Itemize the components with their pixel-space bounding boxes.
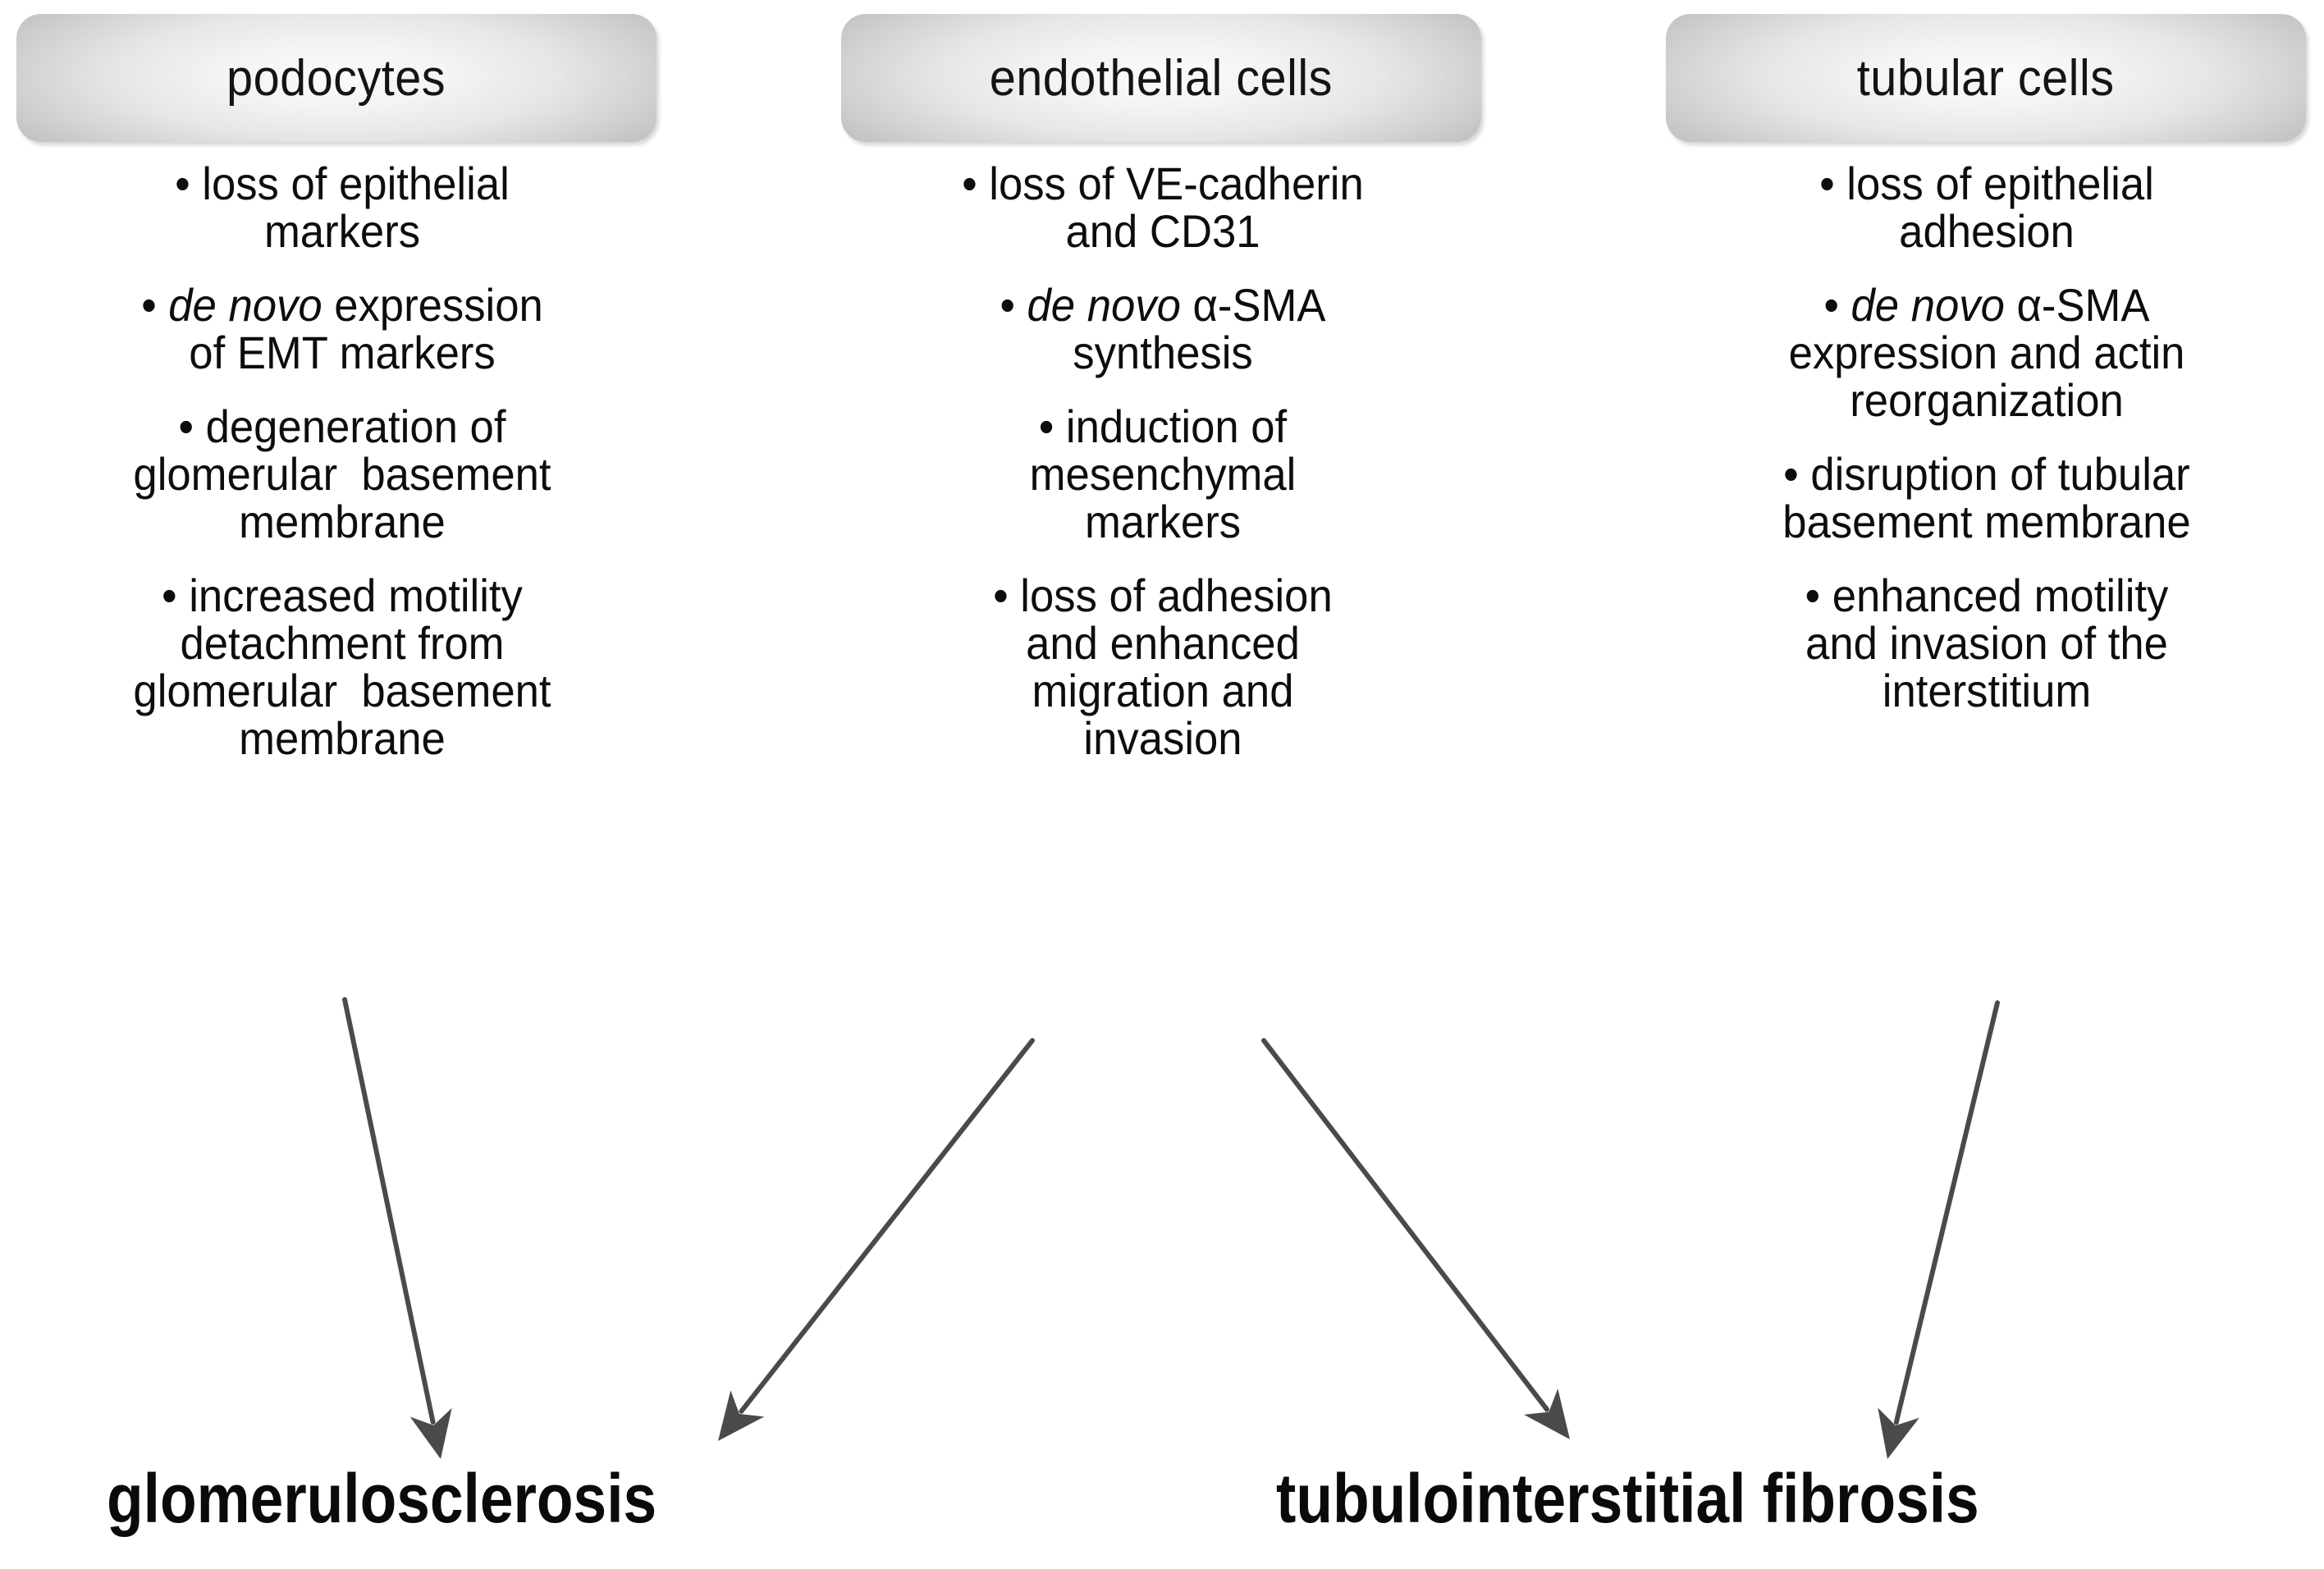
bullet-line: mesenchymal: [1029, 448, 1297, 500]
italic-term: de novo: [1851, 279, 2005, 331]
arrow-endothelial-to-glomerulosclerosis: [718, 1038, 1035, 1441]
bullet-line: • enhanced motility: [1805, 570, 2169, 621]
header-label-tubular-cells: tubular cells: [1857, 49, 2115, 107]
arrow-tubular-to-tubulointerstitial-fibrosis: [1878, 1000, 2000, 1459]
bullet-line: markers: [263, 205, 421, 257]
bullet-line: and enhanced: [1026, 617, 1300, 669]
bullet-line: and CD31: [1065, 205, 1260, 257]
bullet-line-text: α-SMA: [1180, 279, 1326, 331]
header-box-tubular-cells: tubular cells: [1666, 14, 2306, 142]
bullet-line: invasion: [1083, 712, 1242, 764]
bullet-line: basement membrane: [1782, 496, 2191, 547]
bullet-line: • degeneration of: [178, 400, 506, 452]
bullet-line: markers: [1084, 496, 1242, 547]
bullet-line: membrane: [239, 496, 446, 547]
header-label-podocytes: podocytes: [226, 49, 446, 107]
italic-term: de novo: [168, 279, 323, 331]
bullet-line: reorganization: [1850, 374, 2124, 426]
outcome-label-tubulointerstitial-fibrosis: tubulointerstitial fibrosis: [1276, 1460, 1979, 1537]
outcome-label-glomerulosclerosis: glomerulosclerosis: [107, 1460, 657, 1537]
bullet-line: • de novo α-SMA: [1823, 279, 2150, 331]
header-label-endothelial-cells: endothelial cells: [989, 49, 1334, 107]
bullet-line: of EMT markers: [189, 327, 496, 378]
header-box-endothelial-cells: endothelial cells: [841, 14, 1481, 142]
italic-term: de novo: [1027, 279, 1181, 331]
bullet-line: • de novo expression: [141, 279, 543, 331]
bullet-line: glomerular basement: [133, 448, 551, 500]
bullet-line: • loss of adhesion: [993, 570, 1333, 621]
arrow-endothelial-to-tubulointerstitial-fibrosis: [1261, 1038, 1570, 1439]
header-box-podocytes: podocytes: [16, 14, 656, 142]
bullet-line: • induction of: [1038, 400, 1288, 452]
bullet-line: • disruption of tubular: [1783, 448, 2190, 500]
arrow-podocytes-to-glomerulosclerosis: [342, 997, 452, 1459]
bullet-line: synthesis: [1073, 327, 1253, 378]
bullet-line: • de novo α-SMA: [1000, 279, 1326, 331]
bullet-line: • loss of VE-cadherin: [962, 158, 1364, 209]
bullet-line: interstitium: [1882, 665, 2092, 716]
bullet-line: • loss of epithelial: [1819, 158, 2154, 209]
bullet-line: glomerular basement: [133, 665, 551, 716]
bullet-line-text: expression: [322, 279, 543, 331]
bullet-line: expression and actin: [1788, 327, 2185, 378]
bullet-line: adhesion: [1899, 205, 2075, 257]
bullet-line-text: α-SMA: [2004, 279, 2150, 331]
bullet-line: • increased motility: [162, 570, 523, 621]
bullet-line: membrane: [239, 712, 446, 764]
bullet-line: • loss of epithelial: [175, 158, 510, 209]
bullet-line: migration and: [1032, 665, 1294, 716]
bullet-line: detachment from: [180, 617, 505, 669]
bullet-line: and invasion of the: [1805, 617, 2168, 669]
